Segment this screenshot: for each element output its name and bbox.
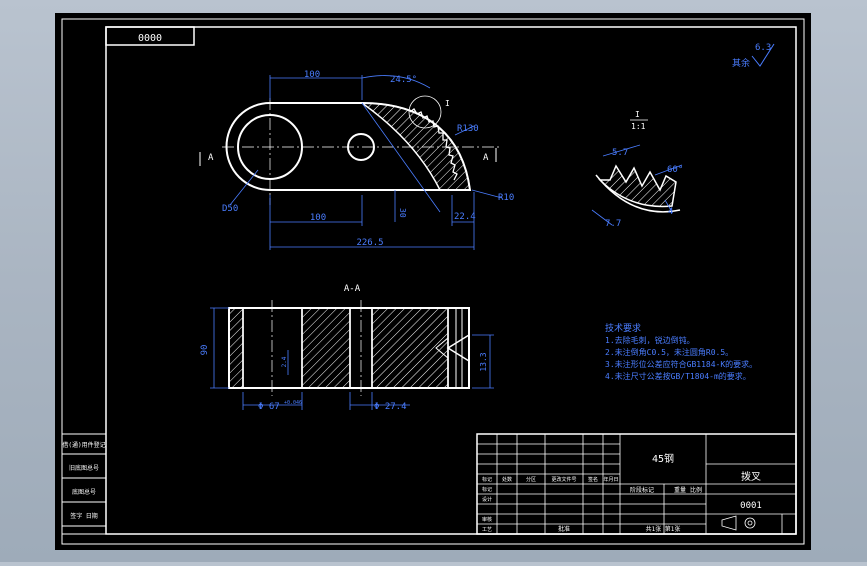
gear-teeth bbox=[409, 108, 458, 181]
section-dim-d67-tol: +0.046 bbox=[284, 400, 302, 406]
dim-30: 30 bbox=[398, 208, 407, 218]
title-approve-label: 批准 bbox=[558, 525, 570, 533]
tech-line-1: 1.去除毛刺，锐边倒钝。 bbox=[605, 335, 695, 345]
title-ratio-label: 比例 bbox=[690, 486, 702, 494]
dim-r10: R10 bbox=[498, 193, 514, 203]
header-label-4: 更改文件号 bbox=[551, 476, 576, 483]
header-label-2: 处数 bbox=[502, 476, 512, 483]
main-view: I A A 100 24.5° R130 R10 D50 bbox=[199, 70, 514, 250]
detail-dim-angle: 60° bbox=[667, 165, 683, 175]
side-label-2: 旧底图总号 bbox=[69, 464, 99, 472]
section-hatch-mid1 bbox=[301, 307, 351, 389]
drawing-number-text: 0000 bbox=[138, 33, 162, 44]
section-dim-small: 2.4 bbox=[281, 356, 288, 367]
title-part-name: 拨叉 bbox=[741, 470, 761, 483]
row-label-2: 设计 bbox=[482, 496, 492, 503]
projection-symbol-icon bbox=[721, 515, 756, 531]
small-bore bbox=[347, 133, 375, 161]
title-stage-label: 阶段标记 bbox=[630, 486, 654, 494]
dim-22-4: 22.4 bbox=[454, 212, 476, 222]
title-material: 45钢 bbox=[652, 452, 674, 465]
tech-line-2: 2.未注倒角C0.5，未注圆角R0.5。 bbox=[605, 347, 733, 357]
view-arrow-right: A bbox=[483, 153, 489, 163]
detail-callout-circle bbox=[408, 95, 442, 129]
detail-section-hatch bbox=[598, 164, 677, 208]
large-bore bbox=[237, 114, 303, 180]
title-block: 45钢 拨叉 0001 阶段标记 重量 比例 共1张 第1张 批准 标记 处数 … bbox=[476, 433, 797, 535]
header-label-5: 签名 bbox=[588, 476, 598, 483]
dim-bottom-100: 100 bbox=[310, 213, 326, 223]
roughness-value: 6.3 bbox=[755, 43, 771, 53]
section-hatch-left bbox=[228, 307, 244, 389]
detail-scale: 1:1 bbox=[631, 122, 646, 131]
section-dim-height: 90 bbox=[200, 345, 210, 356]
detail-dim-pitch: 5.7 bbox=[612, 148, 628, 158]
dim-total: 226.5 bbox=[356, 238, 383, 248]
title-weight-label: 重量 bbox=[674, 486, 686, 494]
section-dim-d27: Φ 27.4 bbox=[374, 402, 407, 412]
tech-requirements: 技术要求 1.去除毛刺，锐边倒钝。 2.未注倒角C0.5，未注圆角R0.5。 3… bbox=[605, 322, 757, 381]
side-label-1: 借(通)用件登记 bbox=[62, 441, 105, 449]
dim-r130: R130 bbox=[457, 124, 479, 134]
dim-d50: D50 bbox=[222, 204, 238, 214]
outer-frame bbox=[61, 18, 805, 545]
title-sheet-label: 共1张 第1张 bbox=[646, 525, 681, 533]
section-view: A-A 90 Φ 67 bbox=[200, 284, 494, 412]
header-label-6: 年月日 bbox=[603, 476, 618, 483]
detail-callout-label: I bbox=[445, 99, 450, 108]
row-label-3: 审核 bbox=[482, 516, 492, 523]
detail-label: I bbox=[635, 110, 640, 119]
detail-view: I 1:1 5.7 60° 4 7.7 bbox=[591, 110, 683, 229]
side-label-3: 底图总号 bbox=[72, 488, 96, 496]
sheet-background bbox=[55, 13, 811, 550]
dim-angle: 24.5° bbox=[390, 75, 417, 85]
side-label-4: 签字 日期 bbox=[70, 512, 98, 520]
tech-line-4: 4.未注尺寸公差按GB/T1804-m的要求。 bbox=[605, 371, 751, 381]
roughness-note: 其余 bbox=[732, 57, 750, 69]
detail-dim-width: 7.7 bbox=[605, 219, 621, 229]
tech-title: 技术要求 bbox=[605, 322, 641, 334]
row-label-4: 工艺 bbox=[482, 527, 492, 533]
detail-dim-depth: 4 bbox=[668, 207, 673, 217]
title-drawing-code: 0001 bbox=[740, 501, 762, 511]
section-dim-13: 13.3 bbox=[479, 352, 488, 371]
section-dim-d67: Φ 67 bbox=[258, 402, 280, 412]
section-label: A-A bbox=[344, 284, 361, 294]
dim-top-100: 100 bbox=[304, 70, 320, 80]
row-label-1: 标记 bbox=[482, 486, 492, 493]
header-label-1: 标记 bbox=[482, 476, 492, 483]
inner-frame bbox=[105, 26, 797, 535]
view-arrow-left: A bbox=[208, 153, 214, 163]
header-label-3: 分区 bbox=[526, 476, 536, 483]
side-block: 借(通)用件登记 旧底图总号 底图总号 签字 日期 bbox=[61, 433, 107, 535]
roughness-symbol: 6.3 其余 bbox=[732, 43, 775, 69]
tech-line-3: 3.未注形位公差应符合GB1184-K的要求。 bbox=[605, 359, 757, 369]
gear-sector-hatch bbox=[359, 102, 471, 191]
drawing-number-box: 0000 bbox=[105, 26, 195, 46]
